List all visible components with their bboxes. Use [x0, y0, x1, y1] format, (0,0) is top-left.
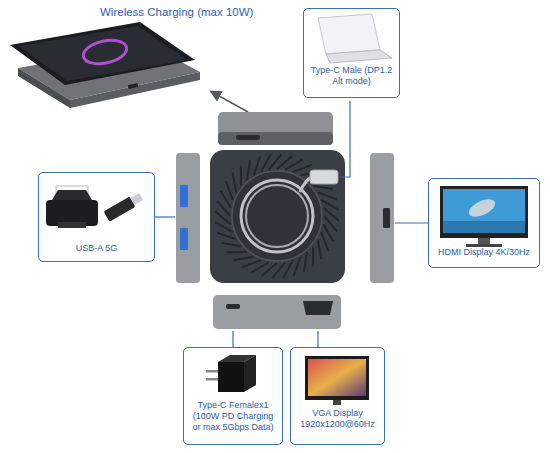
art-rect	[210, 150, 345, 283]
phone	[10, 22, 195, 85]
fan-groove	[312, 246, 314, 266]
art-rect	[128, 83, 139, 89]
art-polygon	[303, 301, 333, 315]
art-rect	[440, 186, 528, 238]
fan-groove	[313, 186, 333, 189]
art-rect	[333, 400, 341, 405]
fan-groove	[321, 232, 328, 251]
right-piece	[370, 153, 394, 283]
fan-groove	[318, 193, 337, 200]
art-rect	[443, 221, 525, 233]
art-rect	[58, 222, 86, 228]
art-rect	[383, 208, 390, 228]
art-rect	[226, 304, 240, 309]
fan-groove	[233, 173, 237, 193]
fan-groove	[234, 257, 254, 261]
art-rect	[213, 295, 341, 329]
fan-groove	[254, 156, 261, 175]
callout-box: Type-C Femalex1 (100W PD Charging or max…	[183, 347, 283, 445]
art-ellipse	[81, 37, 129, 68]
art-rect	[218, 112, 333, 145]
callout-box: USB-A 5G	[38, 172, 155, 262]
art-circle	[241, 180, 313, 252]
art-rect	[370, 153, 394, 283]
art-rect	[305, 356, 369, 400]
bottom-piece	[213, 295, 341, 329]
fan-groove	[285, 160, 302, 170]
fan-groove	[323, 208, 339, 221]
fan-groove	[217, 233, 236, 240]
callout-text: VGA Display 1920x1200@60Hz	[295, 408, 380, 430]
art-polygon	[326, 50, 392, 63]
art-line	[232, 331, 233, 347]
art-line	[395, 222, 428, 223]
art-line	[317, 331, 318, 347]
art-circle	[246, 185, 308, 247]
fan-groove	[318, 240, 322, 260]
art-polygon	[18, 26, 187, 81]
art-rect	[180, 185, 188, 207]
art-rect	[443, 189, 525, 233]
vga-monitor-icon	[305, 356, 369, 405]
top-piece	[218, 112, 333, 145]
art-polygon	[10, 22, 195, 85]
art-rect	[104, 196, 136, 221]
fan-groove	[294, 257, 301, 276]
art-rect	[218, 362, 244, 392]
art-polygon	[244, 355, 256, 392]
usb-stick-icon	[104, 191, 145, 221]
fan-groove	[221, 243, 241, 246]
callout-text: Type-C Femalex1 (100W PD Charging or max…	[188, 400, 278, 433]
fan-groove	[227, 251, 247, 253]
art-ellipse	[466, 196, 497, 221]
art-rect	[180, 228, 188, 250]
art-rect	[206, 378, 218, 381]
fan-groove	[240, 166, 242, 186]
laptop-icon	[318, 14, 392, 63]
art-rect	[236, 135, 260, 140]
callout-box: Type-C Male (DP1.2 Alt mode)	[303, 8, 400, 98]
art-rect	[466, 244, 502, 247]
fan-groove	[221, 190, 231, 207]
art-line	[155, 216, 175, 217]
fan-groove	[251, 262, 268, 272]
charger-icon	[206, 355, 256, 392]
art-rect	[308, 359, 366, 396]
art-polyline	[341, 101, 350, 177]
art-polygon	[318, 14, 380, 54]
art-polygon	[52, 190, 92, 200]
hub-body	[210, 150, 345, 283]
feature-label: Wireless Charging (max 10W)	[100, 6, 253, 18]
art-rect	[218, 132, 333, 145]
left-piece	[176, 153, 200, 283]
art-rect	[206, 370, 218, 373]
art-circle	[232, 171, 322, 261]
art-rect	[310, 170, 338, 184]
callout-text: USB-A 5G	[43, 243, 150, 254]
art-rect	[176, 153, 200, 283]
arrow	[212, 92, 248, 112]
art-rect	[130, 193, 143, 205]
fan-groove	[304, 252, 307, 272]
callout-text: Type-C Male (DP1.2 Alt mode)	[308, 65, 395, 87]
callout-box: HDMI Display 4K/30Hz	[428, 178, 540, 268]
printer-icon	[46, 186, 98, 228]
callout-text: HDMI Display 4K/30Hz	[433, 247, 535, 258]
art-rect	[478, 238, 490, 244]
fan-groove	[323, 224, 333, 241]
art-g	[215, 154, 339, 278]
fan-groove	[293, 165, 312, 172]
fan-groove	[242, 260, 261, 267]
fan-groove	[226, 181, 233, 200]
leader-lines	[155, 101, 428, 347]
fan-groove	[247, 160, 250, 180]
monitor-icon	[440, 186, 528, 247]
callout-box: VGA Display 1920x1200@60Hz	[290, 347, 385, 445]
